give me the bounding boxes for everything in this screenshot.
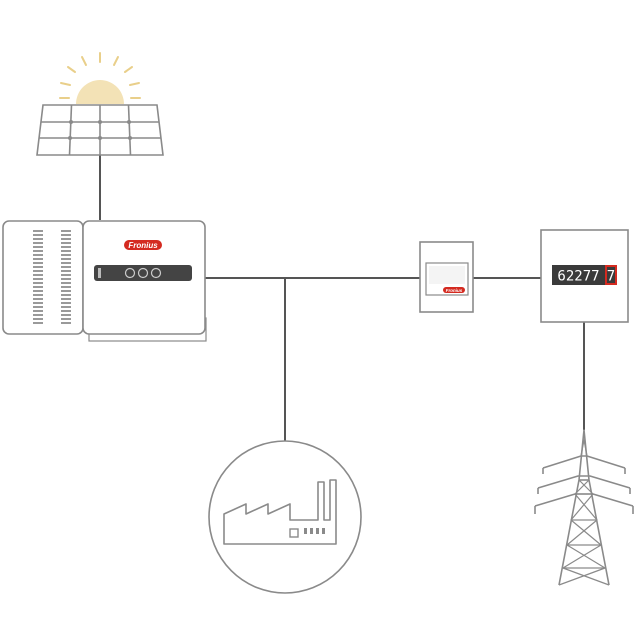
heatsink-fin — [33, 310, 43, 312]
heatsink-fin — [61, 302, 71, 304]
heatsink-fin — [61, 270, 71, 272]
heatsink-fin — [61, 238, 71, 240]
heatsink-fin — [33, 306, 43, 308]
heatsink-fin — [33, 318, 43, 320]
heatsink-fin — [61, 234, 71, 236]
heatsink-fin — [61, 318, 71, 320]
heatsink-fin — [33, 254, 43, 256]
heatsink-fin — [61, 250, 71, 252]
heatsink-fin — [33, 322, 43, 324]
heatsink-fins — [33, 230, 71, 324]
heatsink-fin — [61, 262, 71, 264]
heatsink-fin — [33, 294, 43, 296]
heatsink-fin — [33, 230, 43, 232]
meter-decimal: 7 — [607, 269, 615, 285]
svg-text:Fronius: Fronius — [128, 241, 158, 250]
heatsink-fin — [33, 314, 43, 316]
heatsink-fin — [61, 242, 71, 244]
heatsink-fin — [61, 254, 71, 256]
heatsink-fin — [33, 298, 43, 300]
heatsink-fin — [33, 274, 43, 276]
heatsink-fin — [33, 246, 43, 248]
heatsink-fin — [33, 302, 43, 304]
heatsink-fin — [61, 230, 71, 232]
heatsink-fin — [61, 298, 71, 300]
power-pylon-icon — [534, 429, 634, 586]
heatsink-fin — [33, 290, 43, 292]
heatsink-fin — [33, 238, 43, 240]
sun-icon — [59, 52, 141, 104]
heatsink-fin — [61, 314, 71, 316]
heatsink-fin — [33, 282, 43, 284]
heatsink-fin — [33, 266, 43, 268]
inverter-display — [94, 265, 192, 281]
heatsink-fin — [33, 262, 43, 264]
connection-lines — [99, 155, 585, 441]
heatsink-fin — [33, 278, 43, 280]
heatsink-fin — [33, 258, 43, 260]
inverter-heatsink — [2, 220, 84, 335]
heatsink-fin — [33, 242, 43, 244]
heatsink-fin — [61, 294, 71, 296]
inverter-logo: Fronius — [124, 240, 162, 250]
heatsink-fin — [61, 246, 71, 248]
heatsink-fin — [61, 258, 71, 260]
utility-meter-icon: 62277 7 — [540, 229, 629, 323]
factory-icon — [208, 440, 362, 594]
heatsink-fin — [33, 270, 43, 272]
heatsink-fin — [61, 306, 71, 308]
heatsink-fin — [61, 282, 71, 284]
heatsink-fin — [61, 286, 71, 288]
smart-meter-icon: Fronius — [419, 241, 474, 313]
inverter-icon: Fronius — [2, 220, 207, 342]
heatsink-fin — [61, 310, 71, 312]
heatsink-fin — [61, 322, 71, 324]
solar-panel-icon — [36, 104, 164, 156]
heatsink-fin — [33, 234, 43, 236]
heatsink-fin — [61, 278, 71, 280]
heatsink-fin — [61, 290, 71, 292]
heatsink-fin — [33, 286, 43, 288]
heatsink-fin — [61, 274, 71, 276]
heatsink-fin — [33, 250, 43, 252]
meter-digits: 62277 — [557, 269, 599, 285]
heatsink-fin — [61, 266, 71, 268]
meter-counter-bg — [552, 265, 605, 285]
svg-text:Fronius: Fronius — [446, 288, 463, 293]
solar-panel-junctions — [68, 120, 132, 140]
